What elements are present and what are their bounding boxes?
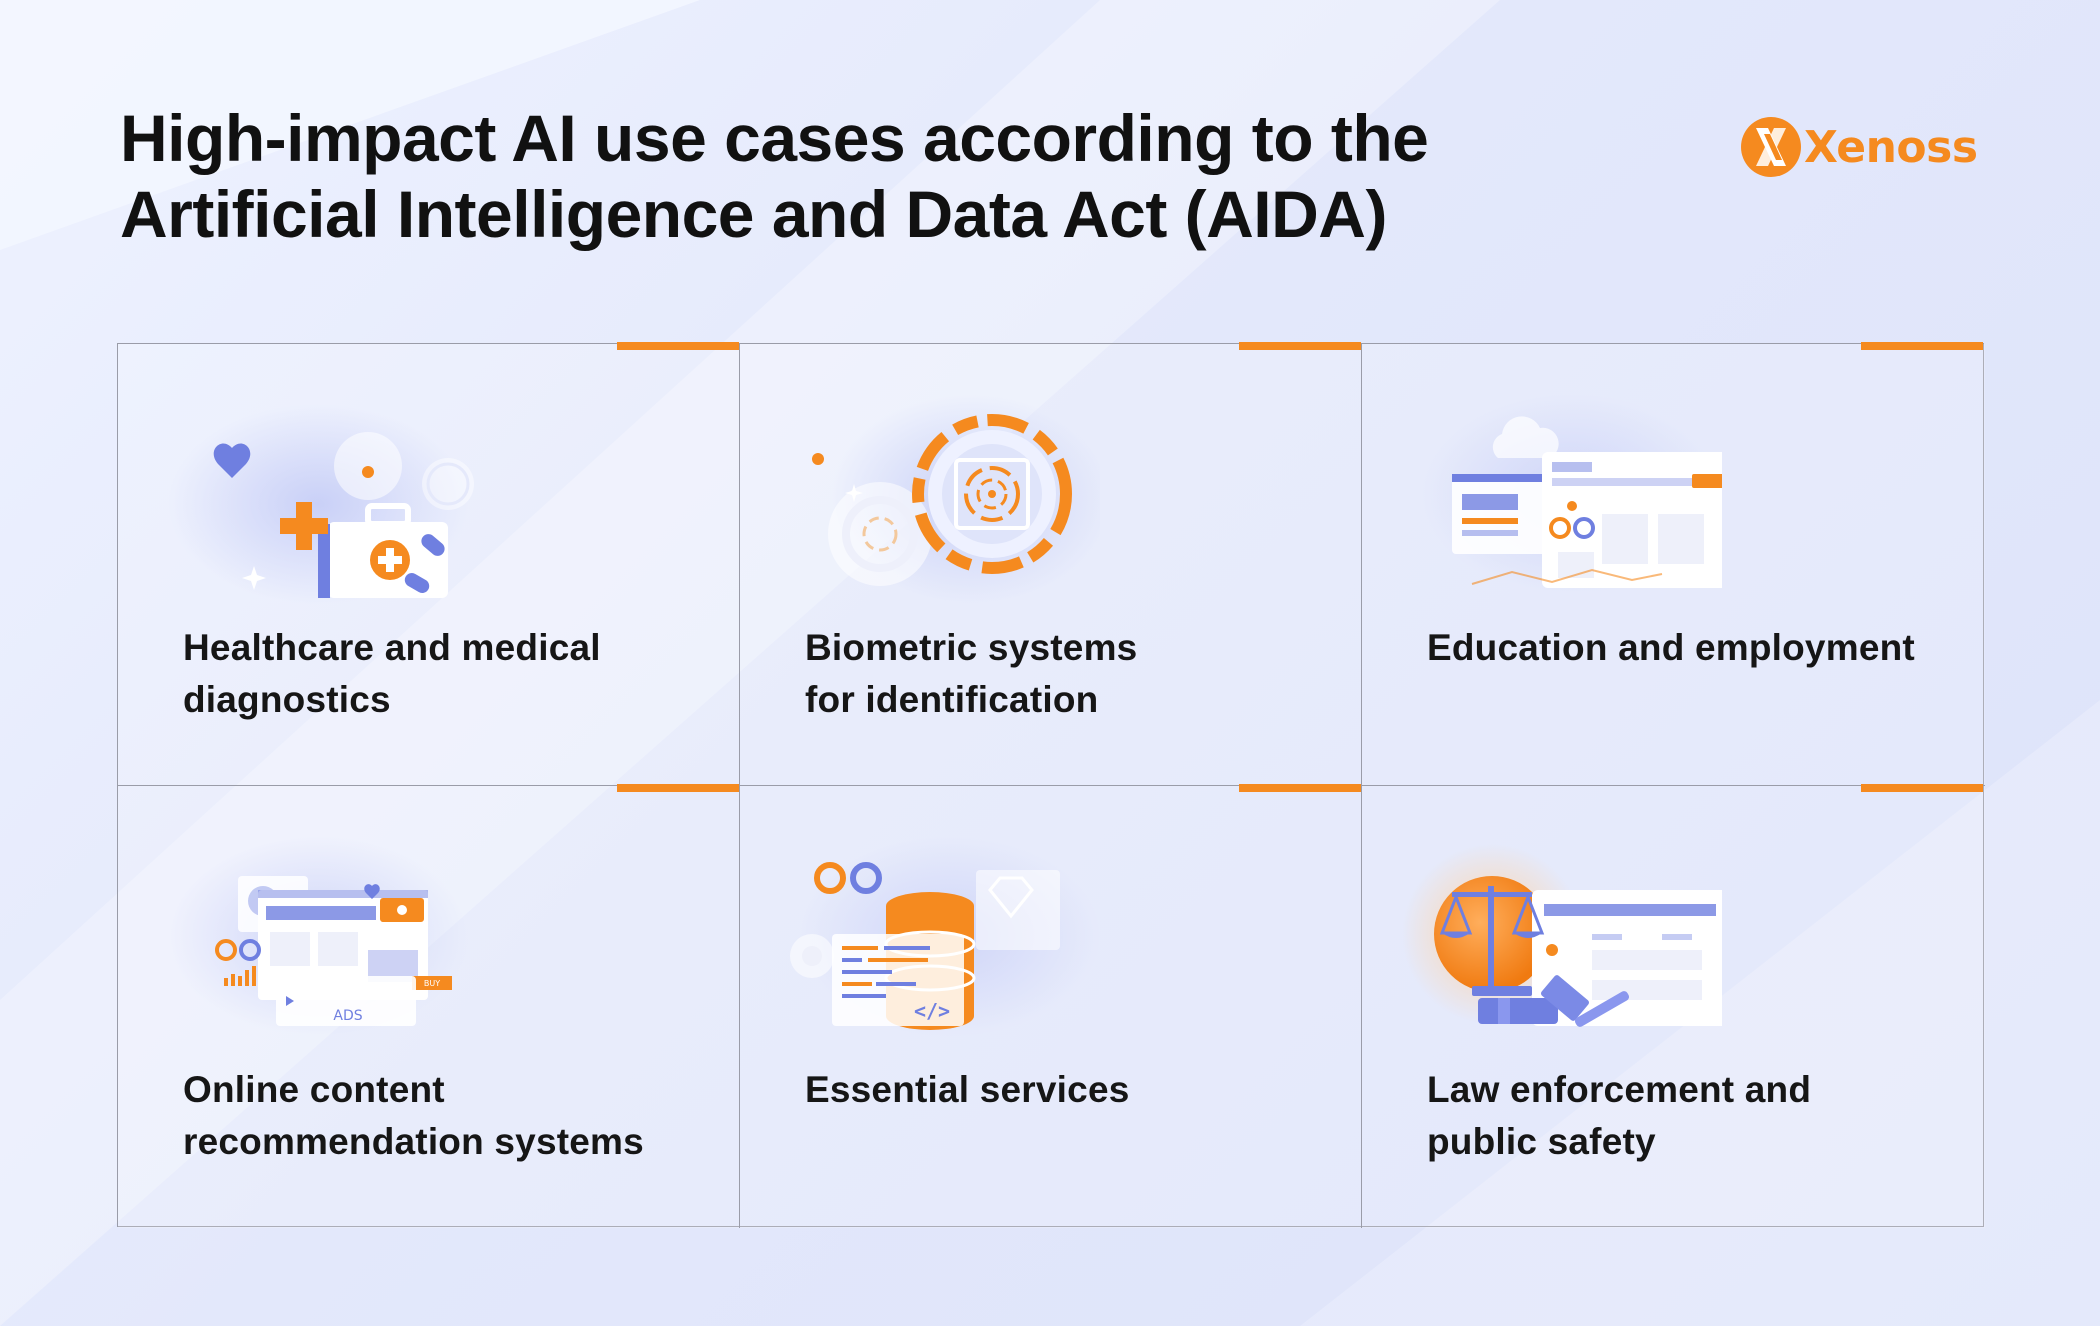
card-label-line: public safety (1427, 1121, 1656, 1162)
card-label-line: for identification (805, 679, 1099, 720)
card-label: Online content recommendation systems (183, 1064, 703, 1168)
card-label-line: Essential services (805, 1069, 1130, 1110)
card-label-line: Law enforcement and (1427, 1069, 1812, 1110)
page-title: High-impact AI use cases according to th… (120, 100, 1520, 252)
card-label-line: Healthcare and medical (183, 627, 601, 668)
ads-text: ADS (333, 1008, 362, 1024)
card-healthcare: Healthcare and medical diagnostics (118, 342, 740, 786)
card-label-line: recommendation systems (183, 1121, 644, 1162)
card-accent-bar (1239, 784, 1361, 792)
use-case-grid: Healthcare and medical diagnostics (117, 342, 1985, 1228)
card-label: Law enforcement and public safety (1427, 1064, 1947, 1168)
page-title-line-2: Artificial Intelligence and Data Act (AI… (120, 177, 1387, 251)
xenoss-logo: Xenoss (1738, 112, 1988, 182)
card-label-line: diagnostics (183, 679, 391, 720)
ads-recommendation-icon: BUY ADS (158, 826, 478, 1046)
medical-kit-icon (158, 384, 478, 604)
card-biometric: Biometric systems for identification (740, 342, 1362, 786)
biometric-scan-icon (780, 384, 1100, 604)
database-code-icon: </> (780, 826, 1100, 1046)
card-label: Healthcare and medical diagnostics (183, 622, 703, 726)
card-accent-bar (1239, 342, 1361, 350)
card-label-line: Online content (183, 1069, 445, 1110)
card-accent-bar (1861, 342, 1983, 350)
page-title-line-1: High-impact AI use cases according to th… (120, 101, 1429, 175)
card-label: Education and employment (1427, 622, 1947, 674)
xenoss-logo-icon (1741, 117, 1801, 177)
card-label-line: Education and employment (1427, 627, 1915, 668)
card-law-enforcement: Law enforcement and public safety (1362, 784, 1985, 1228)
code-icon: </> (914, 999, 950, 1023)
card-essential-services: </> Essential services (740, 784, 1362, 1228)
card-education: Education and employment (1362, 342, 1985, 786)
justice-scales-icon (1402, 826, 1722, 1046)
card-label: Essential services (805, 1064, 1325, 1116)
card-accent-bar (617, 342, 739, 350)
card-accent-bar (1861, 784, 1983, 792)
card-online-content: BUY ADS Online content recommendation sy… (118, 784, 740, 1228)
dashboard-screens-icon (1402, 384, 1722, 604)
logo-text: Xenoss (1804, 121, 1978, 173)
buy-button-text: BUY (424, 979, 440, 988)
card-label-line: Biometric systems (805, 627, 1138, 668)
card-label: Biometric systems for identification (805, 622, 1325, 726)
card-accent-bar (617, 784, 739, 792)
